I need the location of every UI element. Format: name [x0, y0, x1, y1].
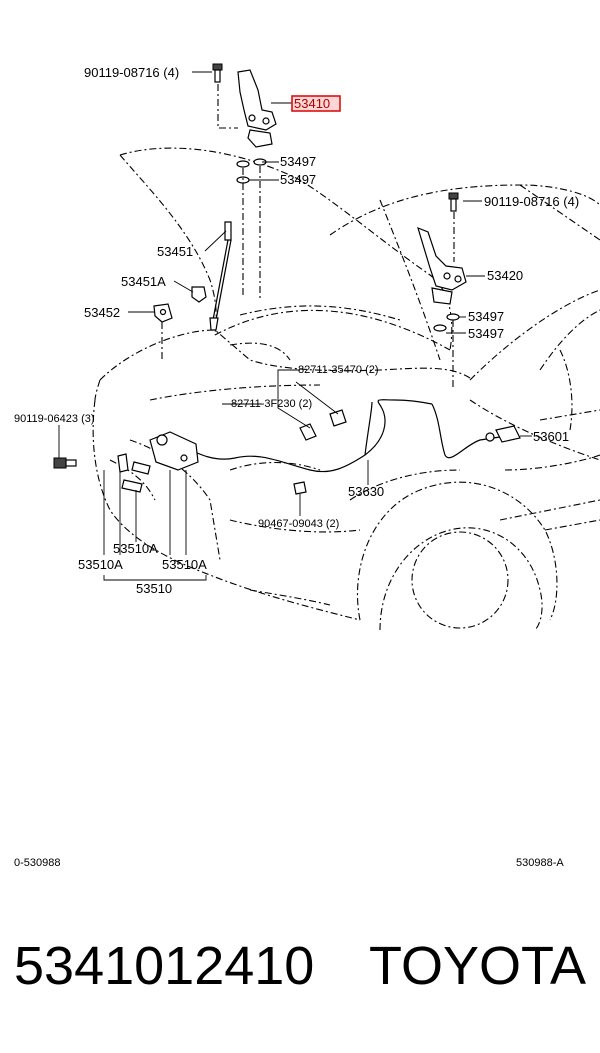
cable-clamps: [299, 409, 347, 441]
callout-release-cable: 53630: [348, 484, 384, 499]
callout-release-lever: 53601: [533, 429, 569, 444]
callout-bolt-left: 90119-08716 (4): [84, 65, 179, 80]
callout-cushion-right-1: 53497: [468, 309, 504, 324]
brand-name: TOYOTA: [368, 936, 586, 996]
cable-clip: [293, 481, 307, 495]
callout-clamp-1: 82711-35470 (2): [298, 364, 379, 376]
callout-cushion-top-1: 53497: [280, 154, 316, 169]
callout-cushion-top-2: 53497: [280, 172, 316, 187]
diagram-code-left: 0-530988: [14, 857, 61, 869]
callout-lock-sub-3: 53510A: [162, 557, 207, 572]
hood-hinge-right: [417, 226, 467, 305]
part-number: 5341012410: [14, 936, 315, 996]
rod-holder: [191, 286, 207, 303]
release-lever: [485, 425, 521, 443]
callout-support-rod: 53451: [157, 244, 193, 259]
bolt-top-right: [448, 192, 459, 212]
callout-rod-holder: 53451A: [121, 274, 166, 289]
cushion-right: [433, 313, 460, 332]
release-cable: [179, 399, 501, 473]
callout-lock-sub-2: 53510A: [78, 557, 123, 572]
leader-lines: [58, 71, 532, 581]
callout-lock-assy: 53510: [136, 581, 172, 596]
callout-labels: 90119-08716 (4) 53410 53497 53497 90119-…: [14, 65, 579, 596]
callout-clamp-2: 82711-3F230 (2): [231, 398, 312, 410]
diagram-code-right: 530988-A: [516, 857, 564, 869]
callout-hinge-right: 53420: [487, 268, 523, 283]
hood-support-rod: [209, 221, 232, 331]
callout-clip: 90467-09043 (2): [258, 518, 339, 530]
callout-cushion-right-2: 53497: [468, 326, 504, 341]
stay-retainer: [153, 303, 173, 323]
callout-stay-retainer: 53452: [84, 305, 120, 320]
car-body-outline: [92, 147, 600, 631]
hood-hinge-left: [237, 69, 277, 148]
cushion-top: [236, 158, 267, 184]
callout-hinge-left: 53410: [294, 96, 330, 111]
bolt-front: [53, 457, 77, 469]
bolt-top-left: [212, 63, 223, 83]
highlight-box: [291, 95, 341, 112]
callout-bolt-front: 90119-06423 (3): [14, 413, 95, 425]
callout-bolt-right: 90119-08716 (4): [484, 194, 579, 209]
hood-lock-assy: [117, 431, 199, 493]
callout-lock-sub-1: 53510A: [113, 541, 158, 556]
